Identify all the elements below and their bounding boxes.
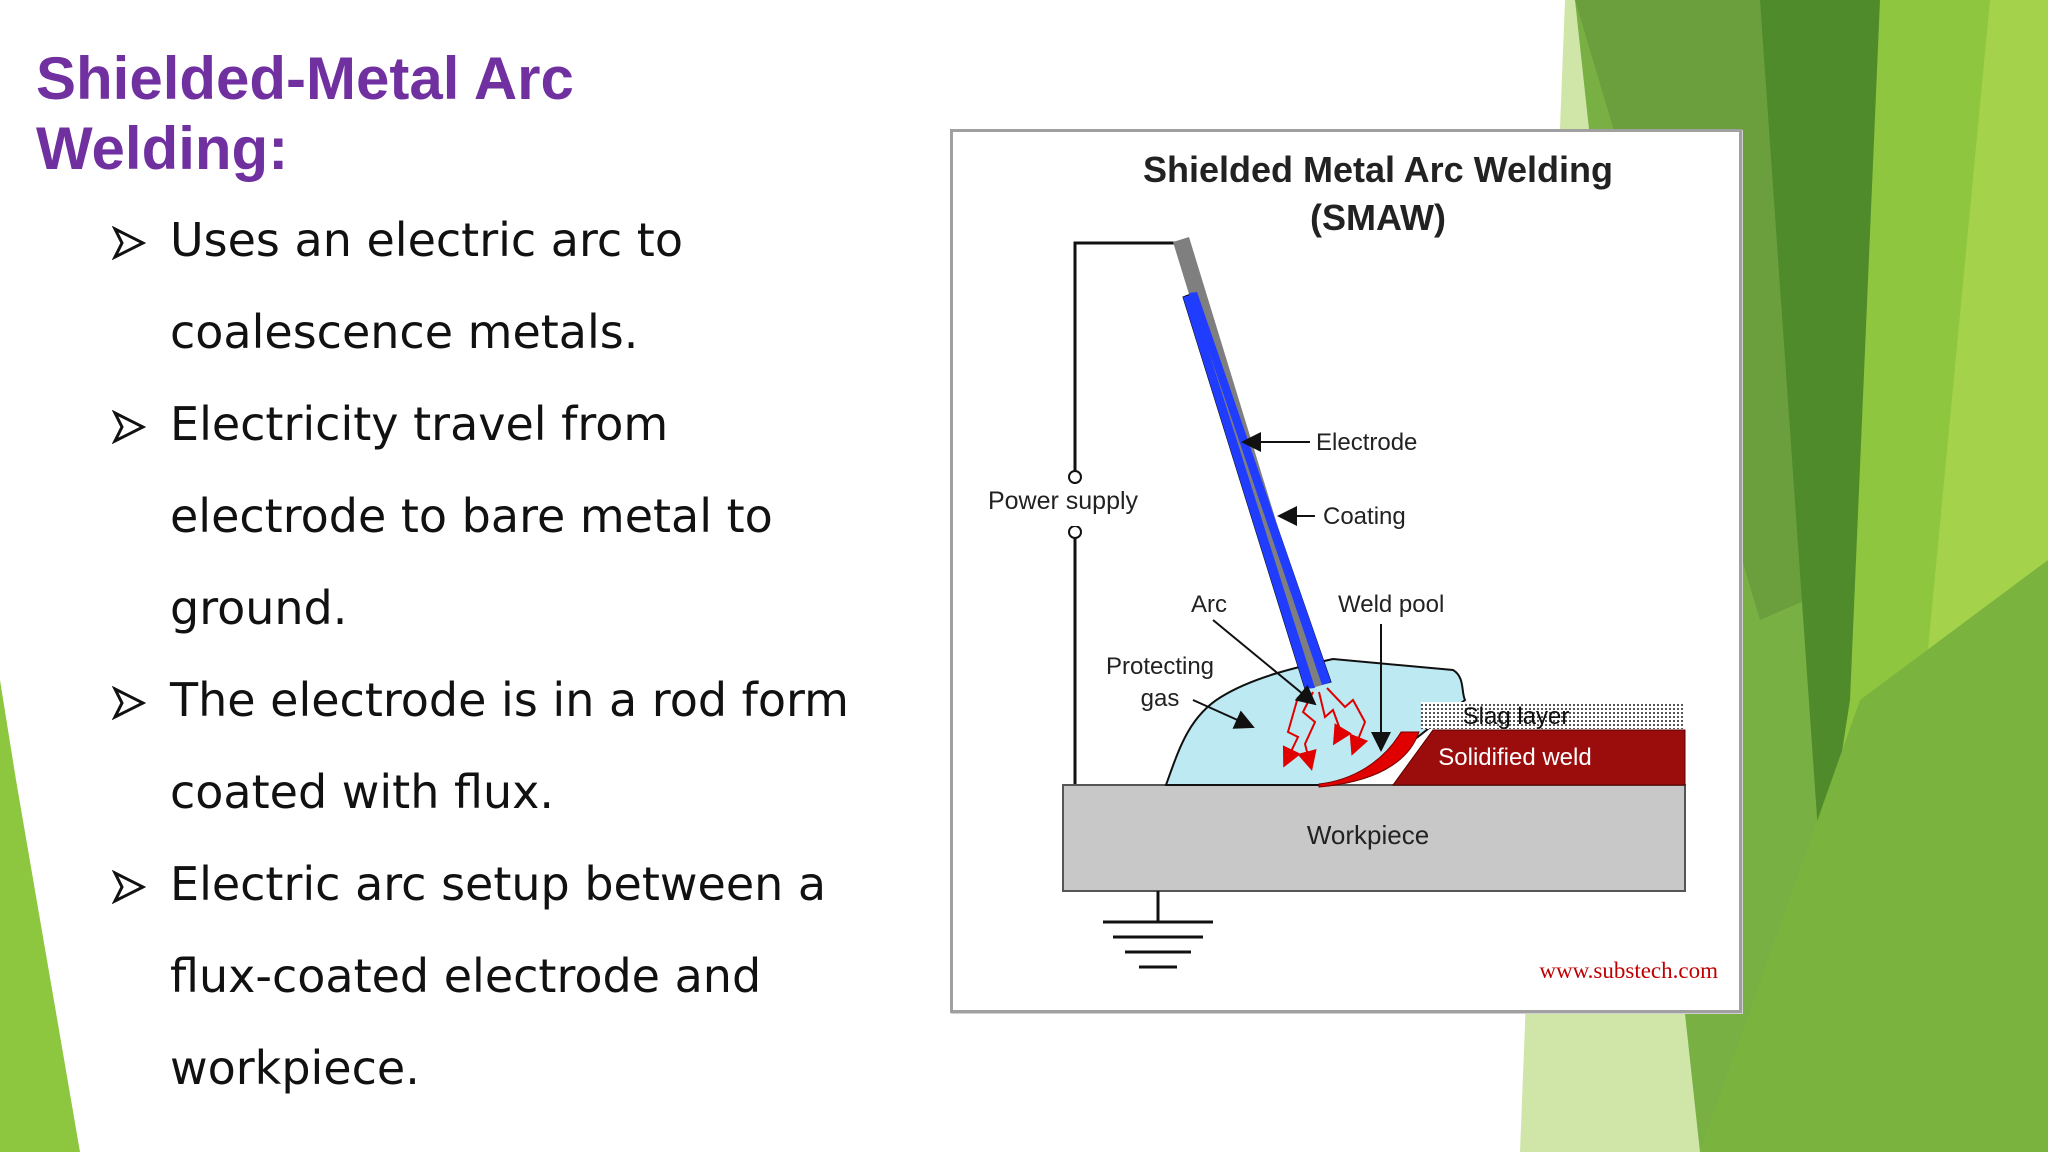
bullet-text: Electricity travel from electrode to bar… [170, 397, 773, 635]
bullet-item: The electrode is in a rod form coated wi… [112, 654, 872, 838]
weld-pool [1318, 731, 1420, 788]
bg-facet-lower [1700, 560, 2048, 1152]
arrow-bullet-icon [112, 870, 146, 904]
power-wire-top [1073, 241, 1180, 785]
solidified-weld [1392, 729, 1686, 786]
arc-label: Arc [1191, 591, 1227, 618]
diagram-title-line2: (SMAW) [1310, 197, 1446, 238]
workpiece-label: Workpiece [1307, 820, 1429, 850]
protecting-gas-label-line1: Protecting [1106, 653, 1214, 680]
bullet-text: Electric arc setup between a flux-coated… [170, 857, 827, 1095]
arrow-bullet-icon [112, 226, 146, 260]
diagram-title-line1: Shielded Metal Arc Welding [1143, 149, 1613, 190]
protecting-gas-leader [1192, 699, 1255, 729]
bullet-text: The electrode is in a rod form coated wi… [170, 673, 849, 819]
slide-title: Shielded-Metal Arc Welding: [36, 45, 574, 182]
electrode-tip-coating-right [1189, 292, 1331, 685]
power-supply-label: Power supply [988, 487, 1139, 515]
arc-leader [1212, 619, 1317, 706]
slag-layer [1421, 702, 1685, 729]
wire-gap [1068, 484, 1082, 526]
arc-spark [1326, 687, 1369, 756]
bullet-item: Electric arc setup between a flux-coated… [112, 838, 872, 1114]
smaw-diagram: Shielded Metal Arc Welding (SMAW) Power … [950, 129, 1742, 1013]
slag-layer-label: Slag layer [1463, 703, 1570, 730]
credit-text: www.substech.com [1539, 958, 1718, 983]
terminal-top [1068, 470, 1082, 484]
coating-label: Coating [1323, 503, 1406, 530]
arc-spark [1282, 696, 1301, 768]
smaw-diagram-canvas: Shielded Metal Arc Welding (SMAW) Power … [988, 149, 1718, 983]
bg-facet-left [0, 680, 80, 1152]
bullet-text: Uses an electric arc to coalescence meta… [170, 213, 683, 359]
arrow-bullet-icon [112, 686, 146, 720]
arc-spark [1297, 691, 1317, 771]
bullet-item: Electricity travel from electrode to bar… [112, 378, 872, 654]
workpiece [1062, 784, 1686, 892]
arc-spark [1318, 691, 1352, 746]
weld-pool-label: Weld pool [1338, 591, 1444, 618]
protecting-gas-label-line2: gas [1141, 685, 1180, 712]
bullet-list: Uses an electric arc to coalescence meta… [112, 194, 872, 1114]
bullet-item: Uses an electric arc to coalescence meta… [112, 194, 872, 378]
terminal-bottom [1068, 525, 1082, 539]
arrow-bullet-icon [112, 410, 146, 444]
electrode-label: Electrode [1316, 429, 1417, 456]
electrode-tip-coating-left [1183, 295, 1315, 689]
solidified-weld-label: Solidified weld [1438, 744, 1591, 771]
